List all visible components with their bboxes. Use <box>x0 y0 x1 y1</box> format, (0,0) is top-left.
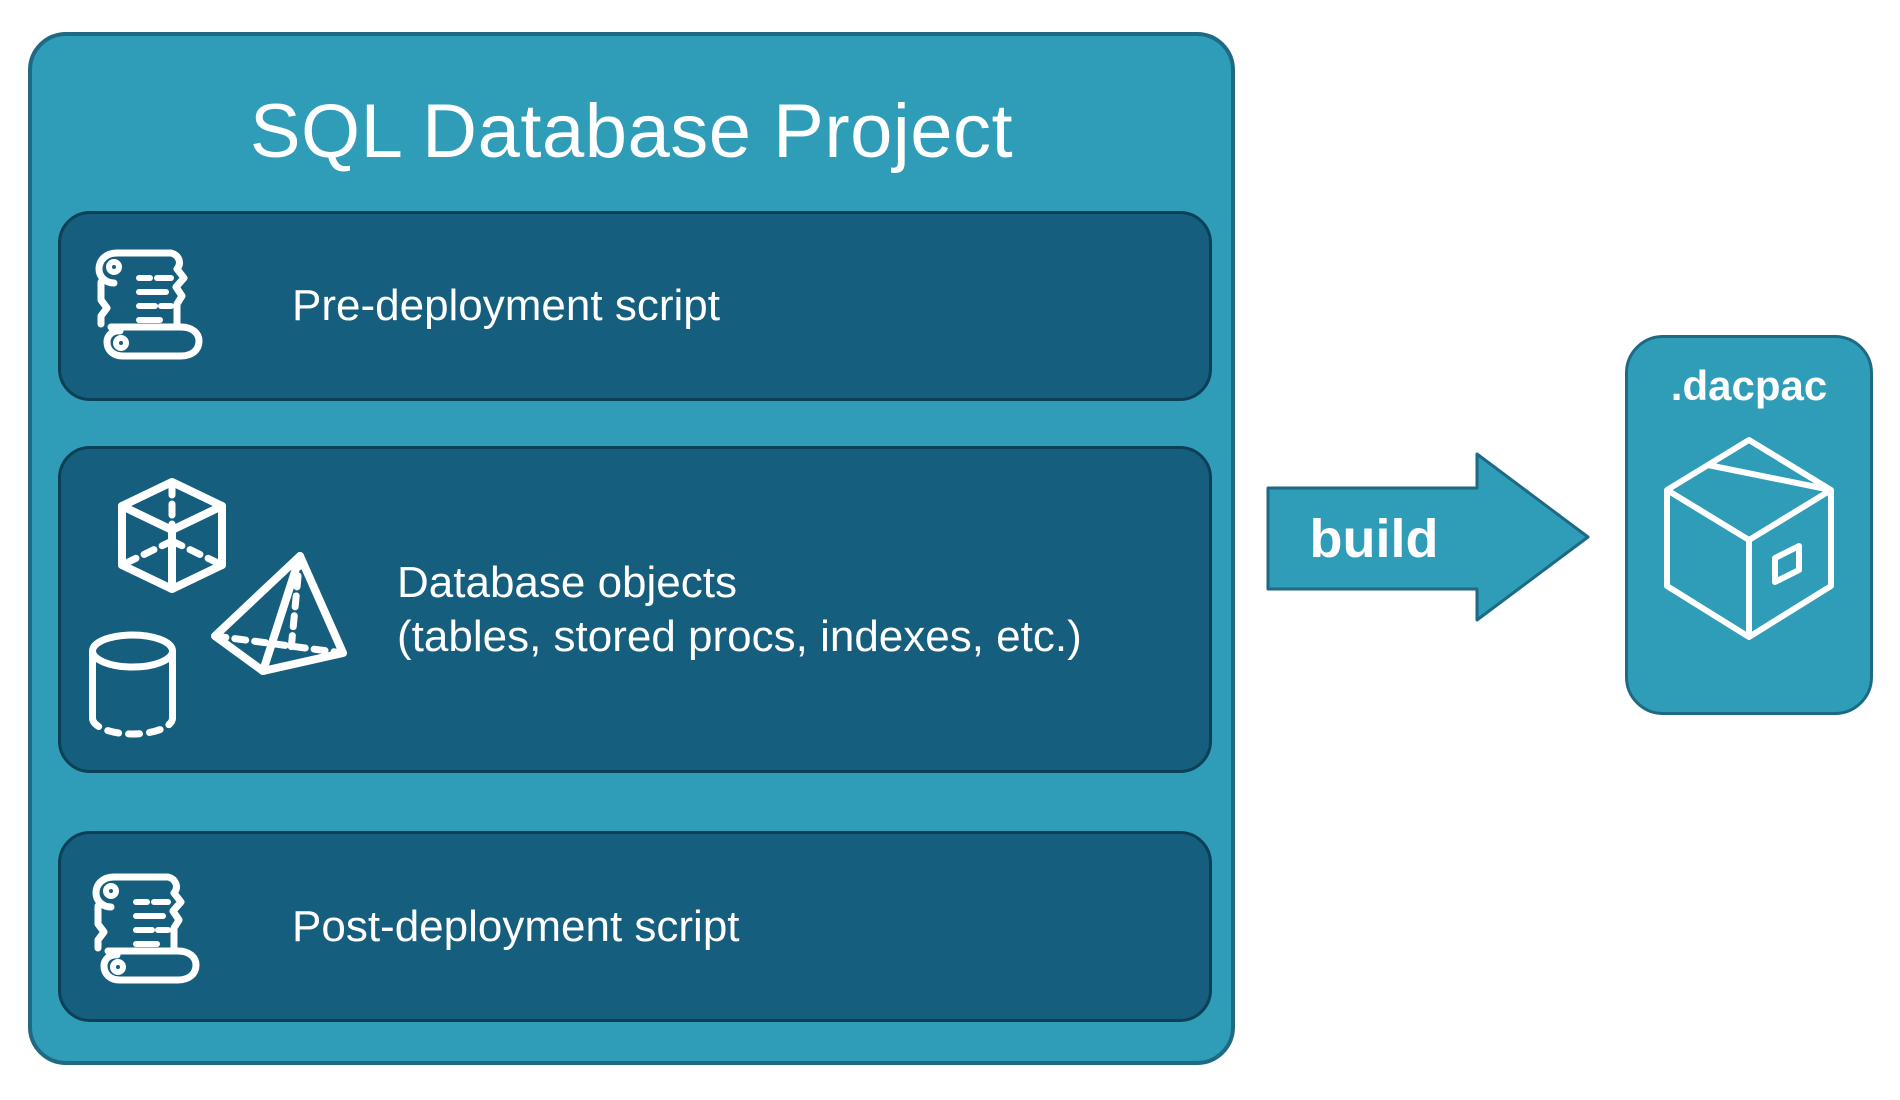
build-arrow-label: build <box>1309 508 1439 569</box>
post-deployment-box: Post-deployment script <box>58 831 1212 1022</box>
dacpac-box: .dacpac <box>1625 335 1873 715</box>
build-arrow <box>1266 452 1590 622</box>
database-objects-line1: Database objects <box>397 557 737 607</box>
database-objects-box: Database objects (tables, stored procs, … <box>58 446 1212 773</box>
pyramid-icon <box>210 550 349 677</box>
package-icon <box>1661 434 1837 642</box>
cylinder-icon <box>85 629 180 739</box>
database-objects-line2: (tables, stored procs, indexes, etc.) <box>397 611 1082 661</box>
pre-deployment-label: Pre-deployment script <box>292 281 720 330</box>
cube-icon <box>114 477 230 594</box>
scroll-icon <box>84 864 204 984</box>
scroll-icon <box>87 240 207 360</box>
project-title: SQL Database Project <box>249 89 1014 174</box>
sql-database-project-container: SQL Database Project Pre-deployment scri… <box>28 32 1235 1065</box>
pre-deployment-box: Pre-deployment script <box>58 211 1212 401</box>
post-deployment-label: Post-deployment script <box>292 901 740 951</box>
dacpac-label: .dacpac <box>1670 362 1828 409</box>
database-objects-label: Database objects (tables, stored procs, … <box>397 556 1082 664</box>
